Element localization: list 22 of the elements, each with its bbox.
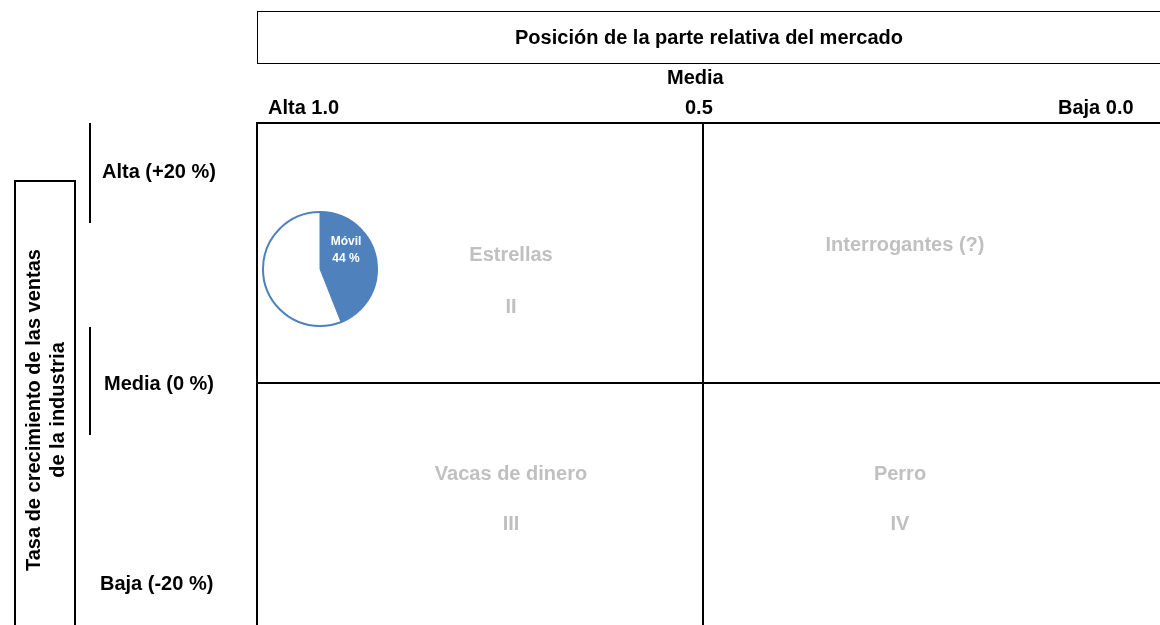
quadrant-title: Vacas de dinero (434, 462, 588, 485)
axis-tick-label: Media (667, 66, 724, 89)
axis-tick-label: Baja 0.0 (1058, 96, 1134, 119)
axis-title: Posición de la parte relativa del mercado (515, 26, 903, 49)
quadrant-numeral: IV (890, 512, 910, 535)
matrix-quadrant (256, 382, 704, 625)
quadrant-numeral: III (502, 512, 520, 535)
quadrant-title: Perro (873, 462, 927, 485)
quadrant-title: Interrogantes (?) (825, 233, 985, 256)
quadrant-title: Estrellas (469, 243, 553, 266)
axis-title: Tasa de crecimiento de las ventas de la industria (21, 247, 69, 573)
header-box (257, 11, 1160, 64)
slice-label: Móvil 44 % (329, 233, 363, 267)
matrix-quadrant (256, 122, 704, 384)
axis-tick-label: Alta 1.0 (268, 96, 340, 119)
pie-chart (261, 210, 379, 328)
quadrant-numeral: II (505, 295, 517, 318)
axis-tick-label: Alta (+20 %) (102, 160, 216, 183)
axis-tick-label: 0.5 (685, 96, 713, 119)
axis-tick-label: Media (0 %) (104, 372, 215, 395)
side-box (14, 180, 76, 625)
axis-tick-label: Baja (-20 %) (100, 572, 214, 595)
